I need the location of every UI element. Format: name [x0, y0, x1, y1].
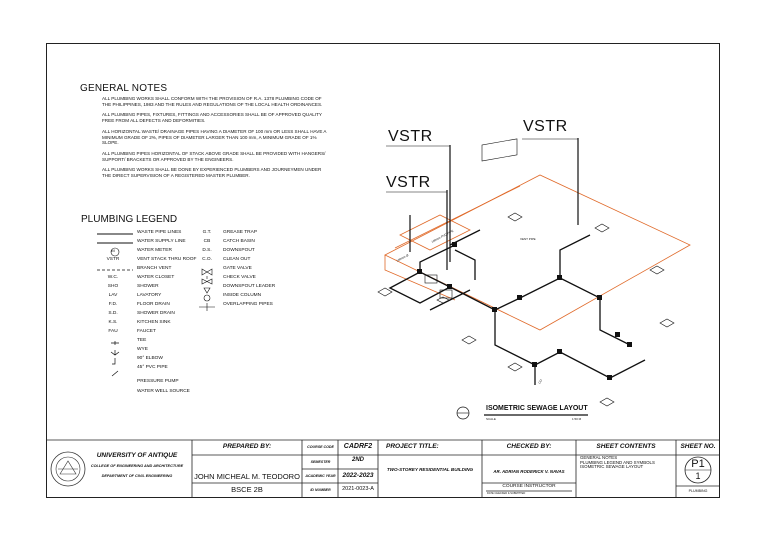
course-code: CADRF2 [343, 443, 373, 450]
legend-symbol: VSTR [106, 257, 120, 262]
scale-value: 1:50 M [572, 417, 582, 421]
legend-label: FLOOR DRAIN [137, 302, 170, 307]
vent-stacks [409, 138, 579, 270]
legend-symbol: C.O. [202, 257, 212, 262]
checker-role: COURSE INSTRUCTOR [502, 484, 556, 489]
checked-by-label: CHECKED BY: [506, 443, 552, 450]
legend-symbol: CB [203, 239, 211, 244]
catch-basins [377, 212, 675, 407]
vstr-label: VSTR [523, 118, 568, 135]
semester: 2ND [351, 457, 364, 463]
legend-label: WATER SUPPLY LINE [137, 239, 186, 244]
checker-date-label: DATE CHECKED & SUBMITTED [487, 492, 526, 495]
legend-label: TEE [137, 338, 147, 343]
general-note-item: ALL PLUMBING WORKS SHALL BE DONE BY EXPE… [102, 167, 322, 179]
sheet-discipline: PLUMBING [688, 489, 708, 493]
legend-symbol: S.D. [108, 311, 118, 316]
preparer-name: JOHN MICHEAL M. TEODORO [194, 472, 300, 481]
id-number-label: ID NUMBER [310, 488, 331, 492]
legend-symbol: SHO [107, 284, 119, 289]
legend-label: FAUCET [137, 329, 156, 334]
semester-label: SEMESTER [310, 460, 331, 464]
legend-label: SHOWER DRAIN [137, 311, 175, 316]
legend-symbol: D.S. [202, 248, 212, 253]
sheet-number-symbol [684, 456, 712, 484]
prepared-by-label: PREPARED BY: [222, 443, 272, 450]
legend-label: SHOWER [137, 284, 159, 289]
legend-label: DOWNSPOUT [223, 248, 255, 253]
legend-label: LAVATORY [137, 293, 162, 298]
sheet-contents-list: GENERAL NOTES PLUMBING LEGEND AND SYMBOL… [580, 455, 676, 470]
legend-symbol: W.C. [107, 275, 119, 280]
legend-label: 45° PVC PIPE [137, 365, 168, 370]
sheet-contents-label: SHEET CONTENTS [596, 443, 656, 450]
legend-label: INSIDE COLUMN [223, 293, 262, 298]
legend-symbol: F.D. [108, 302, 118, 307]
vstr-leaders [386, 138, 578, 193]
vstr-label: VSTR [386, 174, 431, 191]
department-name: DEPARTMENT OF CIVIL ENGINEERING [101, 474, 173, 478]
preparer-section: BSCE 2B [231, 485, 263, 494]
legend-label: WATER CLOSET [137, 275, 175, 280]
legend-symbol: K.S. [108, 320, 118, 325]
general-note-item: ALL PLUMBING PIPES HORIZONTAL OF STACK A… [102, 150, 326, 162]
id-number: 2021-0023-A [342, 486, 374, 492]
project-title: TWO-STOREY RESIDENTIAL BUILDING [386, 467, 474, 472]
legend-label: CHECK VALVE [223, 275, 256, 280]
university-name: UNIVERSITY OF ANTIQUE [96, 452, 178, 459]
legend-label: OVERLAPPING PIPES [223, 302, 273, 307]
course-code-label: COURSE CODE [307, 445, 334, 449]
project-title-label: PROJECT TITLE: [386, 443, 439, 450]
vstr-label: VSTR [388, 128, 433, 145]
university-seal-icon [50, 451, 86, 487]
sheet-content-item: PLUMBING LEGEND AND SYMBOLS [580, 459, 655, 465]
drawing-title: ISOMETRIC SEWAGE LAYOUT [486, 405, 588, 412]
legend-symbol: LAV [108, 293, 118, 298]
general-notes-list: ALL PLUMBING WORKS SHALL CONFORM WITH TH… [102, 96, 328, 184]
bathroom-fixtures [424, 138, 518, 299]
legend-label: GATE VALVE [223, 266, 252, 271]
water-meter-symbol: M [111, 248, 115, 253]
legend-label: VENT STACK THRU ROOF [137, 257, 197, 262]
legend-label: KITCHEN SINK [137, 320, 171, 325]
legend-label: DOWNSPOUT LEADER [223, 284, 276, 289]
legend-label: WYE [137, 347, 148, 352]
legend-label: 90° ELBOW [137, 356, 163, 361]
checker-name: AR. ADRIAN RODERICK V. NAVAS [493, 469, 565, 474]
pipe-fittings [417, 242, 632, 380]
plumbing-legend-title: PLUMBING LEGEND [81, 214, 178, 225]
general-note-item: ALL HORIZONTAL WASTE/ DRAINAGE PIPES HAV… [102, 128, 327, 146]
legend-symbol: FAU [108, 329, 118, 334]
legend-label: BRANCH VENT [137, 266, 172, 271]
legend-label: PRESSURE PUMP [137, 379, 179, 384]
legend-label: CLEAN OUT [223, 257, 251, 262]
sheet-number: P1 [691, 458, 705, 470]
sheet-no-label: SHEET NO. [680, 443, 716, 450]
academic-year: 2022-2023 [342, 472, 374, 479]
legend-symbol: G.T. [202, 230, 212, 235]
sheet-content-item: ISOMETRIC SEWAGE LAYOUT [580, 464, 644, 470]
legend-label: WASTE PIPE LINES [137, 230, 182, 235]
svg-text:CO: CO [537, 378, 543, 384]
general-note-item: ALL PLUMBING WORKS SHALL CONFORM WITH TH… [102, 96, 323, 107]
building-outline [384, 174, 691, 331]
legend-label: WATER METER [137, 248, 172, 253]
svg-text:VENT PIPE: VENT PIPE [520, 237, 536, 241]
legend-label: GREASE TRAP [223, 230, 258, 235]
academic-year-label: ACADEMIC YEAR [305, 474, 336, 478]
drawing-sheet-border [46, 43, 720, 498]
college-name: COLLEGE OF ENGINEERING AND ARCHITECTURE [90, 464, 184, 468]
scale-label: SCALE [486, 417, 496, 421]
legend-label: WATER WELL SOURCE [137, 389, 190, 394]
legend-label: CATCH BASIN [223, 239, 255, 244]
general-notes-title: GENERAL NOTES [80, 83, 168, 94]
sheet-content-item: GENERAL NOTES [580, 455, 618, 460]
general-note-item: ALL PLUMBING PIPES, FIXTURES, FITTINGS A… [102, 112, 322, 124]
sheet-total: 1 [695, 471, 701, 481]
svg-text:100mm Ø: 100mm Ø [396, 253, 410, 263]
